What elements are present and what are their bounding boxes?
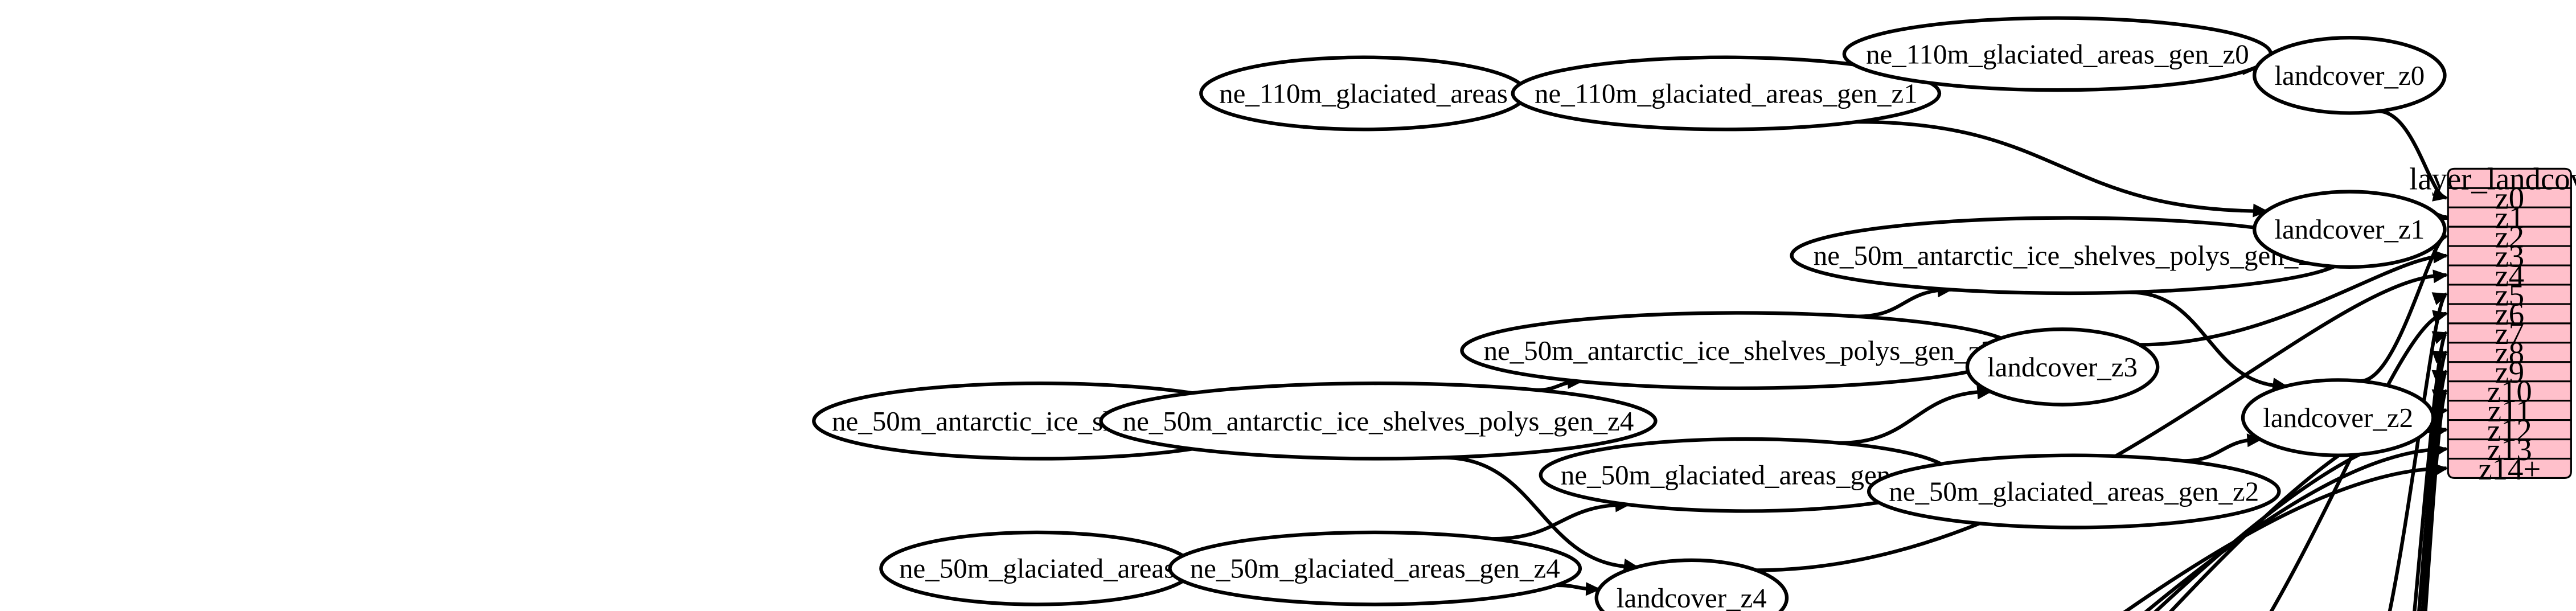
graph-edge: [2139, 253, 2447, 347]
node-shape: [1594, 558, 1789, 611]
layer-table-header: layer_landcover: [2409, 162, 2576, 196]
graph-node-ne_110m_glaciated_areas_gen_z1[interactable]: ne_110m_glaciated_areas_gen_z1: [1511, 55, 1942, 132]
node-label: ne_50m_antarctic_ice_shelves_polys_gen_z…: [1123, 405, 1634, 437]
layer-table-row-z3[interactable]: z3: [2495, 239, 2524, 273]
graph-node-landcover_z0[interactable]: landcover_z0: [2253, 35, 2447, 115]
node-label: ne_110m_glaciated_areas_gen_z0: [1866, 38, 2249, 69]
graph-node-ne_110m_glaciated_areas_gen_z0[interactable]: ne_110m_glaciated_areas_gen_z0: [1842, 16, 2273, 92]
edge-arrowhead: [2433, 269, 2448, 284]
graph-node-ne_50m_glaciated_areas_gen_z4[interactable]: ne_50m_glaciated_areas_gen_z4: [1168, 530, 1582, 606]
layer-table-row-z2[interactable]: z2: [2495, 219, 2524, 254]
graph-node-ne_50m_glaciated_areas[interactable]: ne_50m_glaciated_areas: [879, 530, 1195, 606]
node-shape: [1168, 530, 1582, 606]
layer-table-row-z10[interactable]: z10: [2487, 374, 2532, 409]
graph-node-ne_50m_antarctic_ice_shelves_polys_gen_z3[interactable]: ne_50m_antarctic_ice_shelves_polys_gen_z…: [1460, 311, 2019, 390]
layer-table-row-z12[interactable]: z12: [2487, 413, 2532, 448]
graph-node-landcover_z4[interactable]: landcover_z4: [1594, 558, 1789, 611]
edge-arrowhead: [2253, 203, 2269, 218]
graph-edge: [1756, 273, 2447, 572]
node-label: ne_50m_antarctic_ice_shelves_polys_gen_z…: [1814, 240, 2325, 271]
nodes-layer: imposm3osm_landcover_polygonsimplify_vw_…: [812, 16, 2447, 611]
node-shape: [1965, 327, 2160, 407]
graph-edge: [2388, 292, 2448, 611]
layer-landcover-table: layer_landcoverz0z1z2z3z4z5z6z7z8z9z10z1…: [2409, 162, 2576, 486]
graph-node-ne_50m_antarctic_ice_shelves_polys_gen_z2[interactable]: ne_50m_antarctic_ice_shelves_polys_gen_z…: [1790, 216, 2348, 296]
layer-table-row-z13[interactable]: z13: [2487, 432, 2532, 467]
graph-edge: [2168, 408, 2447, 611]
graph-node-landcover_z3[interactable]: landcover_z3: [1965, 327, 2160, 407]
graph-node-ne_50m_glaciated_areas_gen_z2[interactable]: ne_50m_glaciated_areas_gen_z2: [1867, 453, 2281, 530]
layer-table-row-z5[interactable]: z5: [2495, 277, 2524, 312]
graph-edge: [1443, 456, 1637, 569]
node-label: ne_50m_glaciated_areas_gen_z3: [1561, 460, 1931, 491]
graph-edge: [2423, 389, 2448, 611]
edge-arrowhead: [2432, 188, 2448, 202]
node-label: landcover_z3: [1987, 351, 2138, 383]
node-label: ne_50m_glaciated_areas: [899, 553, 1175, 584]
graph-edge: [2144, 447, 2447, 611]
layer-table-row-z7[interactable]: z7: [2495, 316, 2524, 351]
graph-edge: [2413, 331, 2448, 611]
node-shape: [1867, 453, 2281, 530]
node-label: ne_50m_glaciated_areas_gen_z4: [1190, 553, 1560, 584]
layer-table-row-z8[interactable]: z8: [2495, 335, 2524, 370]
node-shape: [1511, 55, 1942, 132]
graph-edge: [2421, 370, 2448, 611]
graph-node-ne_50m_glaciated_areas_gen_z3[interactable]: ne_50m_glaciated_areas_gen_z3: [1539, 437, 1953, 513]
graph-edge: [2269, 311, 2447, 611]
graph-node-ne_110m_glaciated_areas[interactable]: ne_110m_glaciated_areas: [1199, 55, 1528, 132]
node-label: ne_110m_glaciated_areas: [1219, 77, 1508, 109]
node-label: landcover_z4: [1617, 583, 1767, 611]
node-label: landcover_z0: [2274, 60, 2425, 91]
edge-arrowhead: [2431, 292, 2448, 305]
graph-edge: [1856, 120, 2266, 213]
node-shape: [2253, 190, 2447, 269]
node-label: landcover_z2: [2263, 402, 2413, 433]
layer-table-row-z9[interactable]: z9: [2495, 355, 2524, 389]
node-label: ne_110m_glaciated_areas_gen_z1: [1535, 77, 1918, 109]
layer-table-row-z1[interactable]: z1: [2495, 200, 2524, 235]
node-label: ne_50m_glaciated_areas_gen_z2: [1889, 476, 2259, 507]
graph-edge: [1857, 288, 1951, 318]
graph-edge: [2417, 350, 2448, 611]
layer-table-row-z14+[interactable]: z14+: [2478, 452, 2541, 486]
node-label: ne_50m_antarctic_ice_shelves_polys_gen_z…: [1484, 335, 1995, 366]
graph-edge: [2153, 428, 2447, 611]
graph-edge: [1839, 389, 1991, 445]
edge-arrowhead: [1585, 582, 1601, 596]
node-label: landcover_z1: [2274, 214, 2425, 245]
graph-edge: [1492, 502, 1629, 541]
layer-table-row-z0[interactable]: z0: [2495, 181, 2524, 216]
layer-table-row-z11[interactable]: z11: [2488, 393, 2532, 428]
node-shape: [1099, 381, 1658, 461]
node-shape: [2241, 378, 2435, 457]
graph-node-landcover_z1[interactable]: landcover_z1: [2253, 190, 2447, 269]
graph-node-landcover_z2[interactable]: landcover_z2: [2241, 378, 2435, 457]
layer-table-row-z6[interactable]: z6: [2495, 297, 2524, 331]
graph-node-ne_50m_antarctic_ice_shelves_polys_gen_z4[interactable]: ne_50m_antarctic_ice_shelves_polys_gen_z…: [1099, 381, 1658, 461]
node-shape: [2253, 35, 2447, 115]
layer-table-row-z4[interactable]: z4: [2495, 258, 2524, 293]
